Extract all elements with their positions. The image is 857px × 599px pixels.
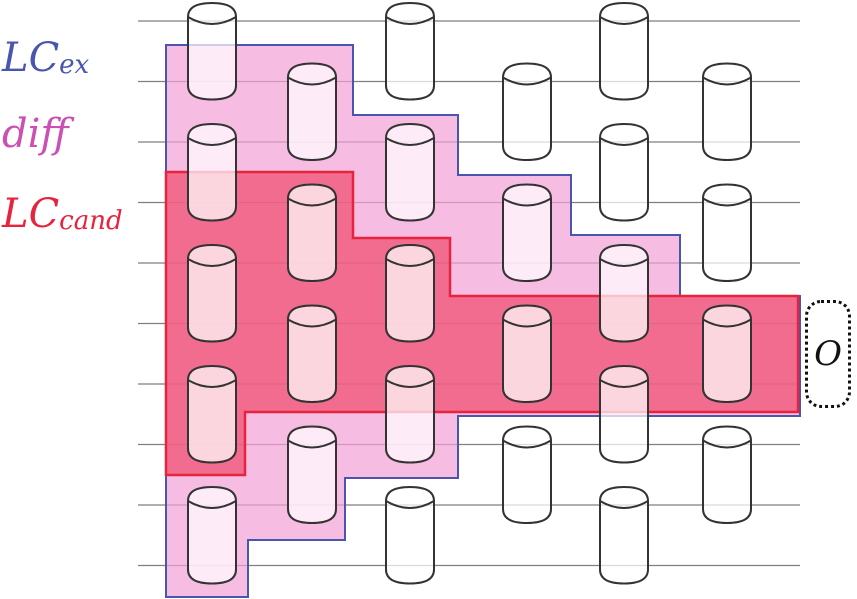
gate-top-rim <box>702 197 752 207</box>
gate-body <box>187 122 237 222</box>
gate-body <box>702 183 752 283</box>
gate-top-rim <box>702 76 752 86</box>
gate-body <box>702 425 752 525</box>
gate-l2-w6-7 <box>385 364 435 464</box>
gate-body <box>187 243 237 343</box>
gate-body <box>599 122 649 222</box>
legend-lc-ex-base: LC <box>2 35 60 81</box>
gate-l0-w8-9 <box>187 485 237 585</box>
gate-body <box>702 304 752 404</box>
gate-l3-w1-2 <box>502 62 552 162</box>
gate-body <box>385 485 435 585</box>
gate-l2-w8-9 <box>385 485 435 585</box>
gate-l3-w3-4 <box>502 183 552 283</box>
gate-body <box>502 183 552 283</box>
gate-l3-w5-6 <box>502 304 552 404</box>
gate-body <box>502 62 552 162</box>
gate-l2-w0-1 <box>385 1 435 101</box>
gate-body <box>599 1 649 101</box>
gate-body <box>385 122 435 222</box>
gate-l4-w0-1 <box>599 1 649 101</box>
gate-l5-w5-6 <box>702 304 752 404</box>
gate-l2-w2-3 <box>385 122 435 222</box>
gate-top-rim <box>187 137 237 146</box>
gate-body <box>502 425 552 525</box>
gate-top-rim <box>287 439 337 449</box>
gate-body <box>599 485 649 585</box>
gate-body <box>287 183 337 283</box>
observable-label: O <box>814 334 842 374</box>
gate-top-rim <box>385 137 435 146</box>
gate-l0-w2-3 <box>187 122 237 222</box>
gate-top-rim <box>502 197 552 207</box>
gate-top-rim <box>385 379 435 388</box>
gate-l5-w3-4 <box>702 183 752 283</box>
gate-body <box>702 62 752 162</box>
gate-l4-w6-7 <box>599 364 649 464</box>
legend-diff: diff <box>2 111 69 157</box>
gate-top-rim <box>187 379 237 388</box>
gate-l2-w4-5 <box>385 243 435 343</box>
gate-top-rim <box>599 500 649 509</box>
gate-l4-w4-5 <box>599 243 649 343</box>
gate-l4-w8-9 <box>599 485 649 585</box>
gate-body <box>385 364 435 464</box>
gate-top-rim <box>187 16 237 25</box>
gate-body <box>385 243 435 343</box>
gate-l0-w0-1 <box>187 1 237 101</box>
gate-l4-w2-3 <box>599 122 649 222</box>
gate-l3-w7-8 <box>502 425 552 525</box>
gate-body <box>187 485 237 585</box>
gate-body <box>287 304 337 404</box>
gate-body <box>287 62 337 162</box>
legend-lc-cand: LCcand <box>2 194 123 234</box>
gate-l1-w5-6 <box>287 304 337 404</box>
gate-top-rim <box>702 318 752 328</box>
gate-l1-w7-8 <box>287 425 337 525</box>
legend-lc-ex: LCex <box>2 38 89 78</box>
gate-top-rim <box>187 258 237 267</box>
gate-top-rim <box>287 318 337 328</box>
gate-top-rim <box>187 500 237 509</box>
gate-top-rim <box>599 258 649 267</box>
gate-body <box>385 1 435 101</box>
gate-l5-w7-8 <box>702 425 752 525</box>
gate-top-rim <box>287 76 337 86</box>
legend-lc-cand-sub: cand <box>59 206 123 236</box>
gate-body <box>502 304 552 404</box>
gate-top-rim <box>385 16 435 25</box>
gate-top-rim <box>702 439 752 449</box>
gate-top-rim <box>502 318 552 328</box>
gate-l1-w3-4 <box>287 183 337 283</box>
gate-l0-w6-7 <box>187 364 237 464</box>
gate-l0-w4-5 <box>187 243 237 343</box>
gate-top-rim <box>287 197 337 207</box>
gate-top-rim <box>385 500 435 509</box>
circuit-gates <box>187 1 752 585</box>
gate-l5-w1-2 <box>702 62 752 162</box>
legend-lc-cand-base: LC <box>2 191 60 237</box>
gate-body <box>599 364 649 464</box>
gate-l1-w1-2 <box>287 62 337 162</box>
gate-top-rim <box>502 439 552 449</box>
gate-body <box>287 425 337 525</box>
gate-top-rim <box>502 76 552 86</box>
gate-body <box>187 1 237 101</box>
legend-lc-ex-sub: ex <box>59 50 90 80</box>
observable-box: O <box>805 300 851 408</box>
gate-top-rim <box>599 16 649 25</box>
gate-body <box>187 364 237 464</box>
gate-top-rim <box>599 137 649 146</box>
gate-top-rim <box>385 258 435 267</box>
gate-top-rim <box>599 379 649 388</box>
gate-body <box>599 243 649 343</box>
